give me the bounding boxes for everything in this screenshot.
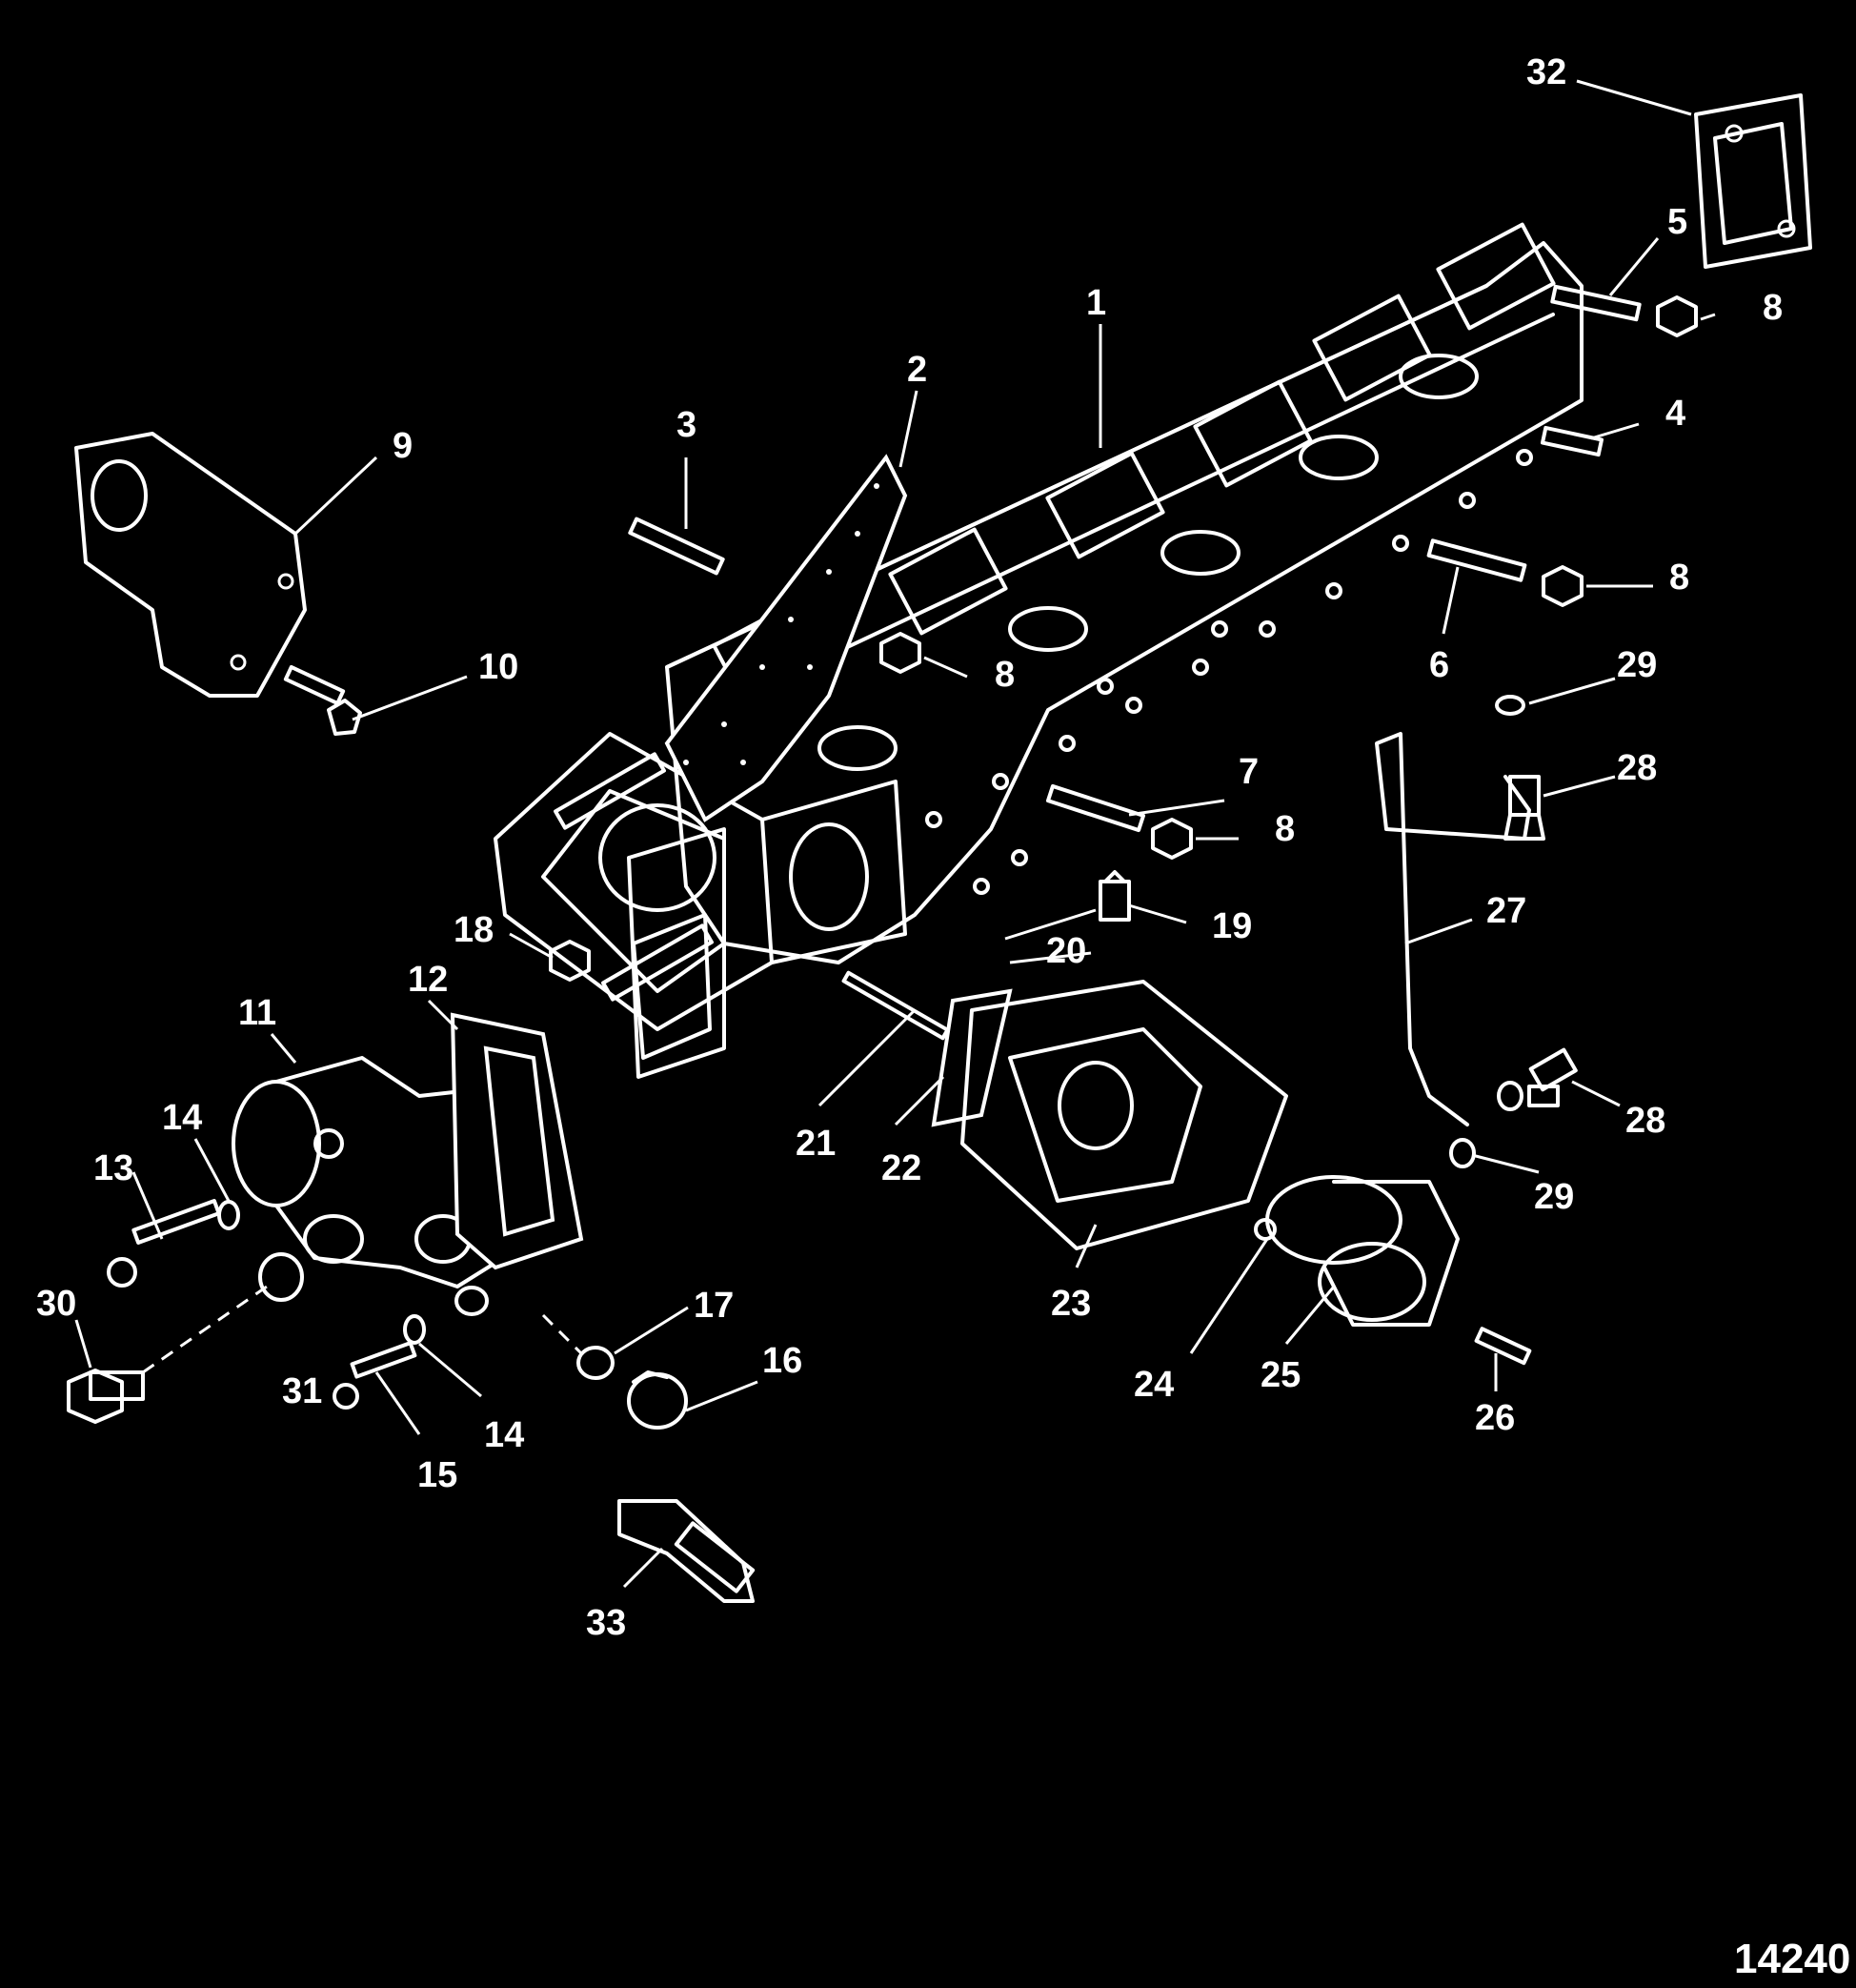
o-ring-part-17 bbox=[576, 1346, 615, 1380]
callout-20: 20 bbox=[1046, 931, 1086, 971]
stud-part-21 bbox=[841, 970, 950, 1041]
callout-6: 6 bbox=[1429, 645, 1449, 685]
callout-7: 7 bbox=[1239, 752, 1259, 792]
callout-14-a: 14 bbox=[162, 1098, 202, 1138]
washer-part-14-b bbox=[403, 1314, 426, 1345]
callout-22: 22 bbox=[881, 1148, 921, 1188]
stud-part-4 bbox=[1540, 425, 1604, 457]
gasket-part-2 bbox=[664, 454, 908, 822]
callout-1: 1 bbox=[1086, 283, 1106, 323]
nut-part-8-d bbox=[1151, 818, 1193, 860]
callout-8-right: 8 bbox=[1669, 558, 1689, 598]
callout-15: 15 bbox=[417, 1455, 457, 1495]
callout-26: 26 bbox=[1475, 1398, 1515, 1438]
stud-part-3 bbox=[628, 517, 725, 576]
callout-13: 13 bbox=[93, 1148, 133, 1188]
callout-8-top: 8 bbox=[1763, 288, 1783, 328]
washer-part-14-a bbox=[217, 1200, 240, 1230]
callout-12: 12 bbox=[408, 960, 448, 1000]
alignment-line bbox=[142, 1285, 268, 1374]
callout-10: 10 bbox=[478, 647, 518, 687]
callout-29-a: 29 bbox=[1617, 645, 1657, 685]
stud-part-7 bbox=[1045, 783, 1146, 833]
callout-16: 16 bbox=[762, 1341, 802, 1381]
callout-24: 24 bbox=[1134, 1365, 1174, 1405]
callout-8-low: 8 bbox=[1275, 809, 1295, 849]
callout-18: 18 bbox=[454, 910, 494, 950]
tube-part-27 bbox=[1375, 732, 1531, 1126]
plug-part-30 bbox=[67, 1369, 145, 1424]
screw-part-26 bbox=[1474, 1327, 1532, 1366]
callout-27: 27 bbox=[1486, 891, 1526, 931]
callout-28-b: 28 bbox=[1625, 1101, 1665, 1141]
end-plate-part-32 bbox=[1694, 93, 1812, 269]
nut-part-18 bbox=[549, 940, 591, 982]
nut-part-8-b bbox=[1542, 565, 1584, 607]
callout-31: 31 bbox=[282, 1371, 322, 1411]
washer-part-31 bbox=[258, 1252, 304, 1302]
callout-33: 33 bbox=[586, 1603, 626, 1643]
exhaust-manifold-part bbox=[494, 222, 1584, 1079]
pump-part-25 bbox=[1265, 1175, 1460, 1327]
callout-23: 23 bbox=[1051, 1284, 1091, 1324]
washer-part-29-a bbox=[1495, 695, 1525, 716]
nut-part-8-c bbox=[879, 632, 921, 674]
washer-part-29-b bbox=[1449, 1081, 1523, 1168]
callout-labels: 1 2 3 4 5 6 7 8 8 8 8 9 10 11 12 13 14 1… bbox=[36, 52, 1783, 1643]
callout-17: 17 bbox=[694, 1286, 734, 1326]
callout-3: 3 bbox=[676, 405, 696, 445]
banjo-bolt-part-28-a bbox=[1503, 775, 1545, 841]
arrow-part-20 bbox=[1004, 908, 1097, 941]
callout-29-b: 29 bbox=[1534, 1177, 1574, 1217]
banjo-bolt-part-28-b bbox=[1527, 1047, 1578, 1107]
callout-25: 25 bbox=[1261, 1355, 1301, 1395]
bolt-part-13 bbox=[107, 1199, 221, 1288]
callout-4: 4 bbox=[1665, 394, 1685, 434]
callout-21: 21 bbox=[796, 1124, 836, 1164]
cover-part-23 bbox=[960, 980, 1288, 1250]
bolt-part-15 bbox=[333, 1341, 417, 1410]
alignment-line bbox=[541, 1313, 583, 1355]
callout-30: 30 bbox=[36, 1284, 76, 1324]
gasket-part-12 bbox=[450, 1012, 584, 1270]
callout-28-a: 28 bbox=[1617, 748, 1657, 788]
callout-14-b: 14 bbox=[484, 1415, 524, 1455]
stud-part-5 bbox=[1550, 284, 1642, 322]
nut-part-8-a bbox=[1656, 295, 1698, 337]
fitting-part-33 bbox=[617, 1499, 756, 1603]
callout-9: 9 bbox=[393, 426, 413, 466]
callout-19: 19 bbox=[1212, 906, 1252, 946]
stud-part-6 bbox=[1426, 538, 1527, 582]
callout-2: 2 bbox=[907, 350, 927, 390]
leader-lines bbox=[74, 79, 1716, 1589]
callout-8-mid: 8 bbox=[995, 655, 1015, 695]
figure-number: 14240 bbox=[1734, 1936, 1850, 1982]
callout-32: 32 bbox=[1526, 52, 1566, 92]
bolt-part-10 bbox=[283, 664, 362, 736]
gasket-part-22 bbox=[931, 988, 1013, 1127]
plug-part-16 bbox=[627, 1370, 688, 1430]
callout-11: 11 bbox=[238, 993, 276, 1033]
bracket-part-9 bbox=[74, 432, 307, 698]
callout-5: 5 bbox=[1667, 202, 1687, 242]
fitting-part-19 bbox=[1099, 870, 1131, 922]
